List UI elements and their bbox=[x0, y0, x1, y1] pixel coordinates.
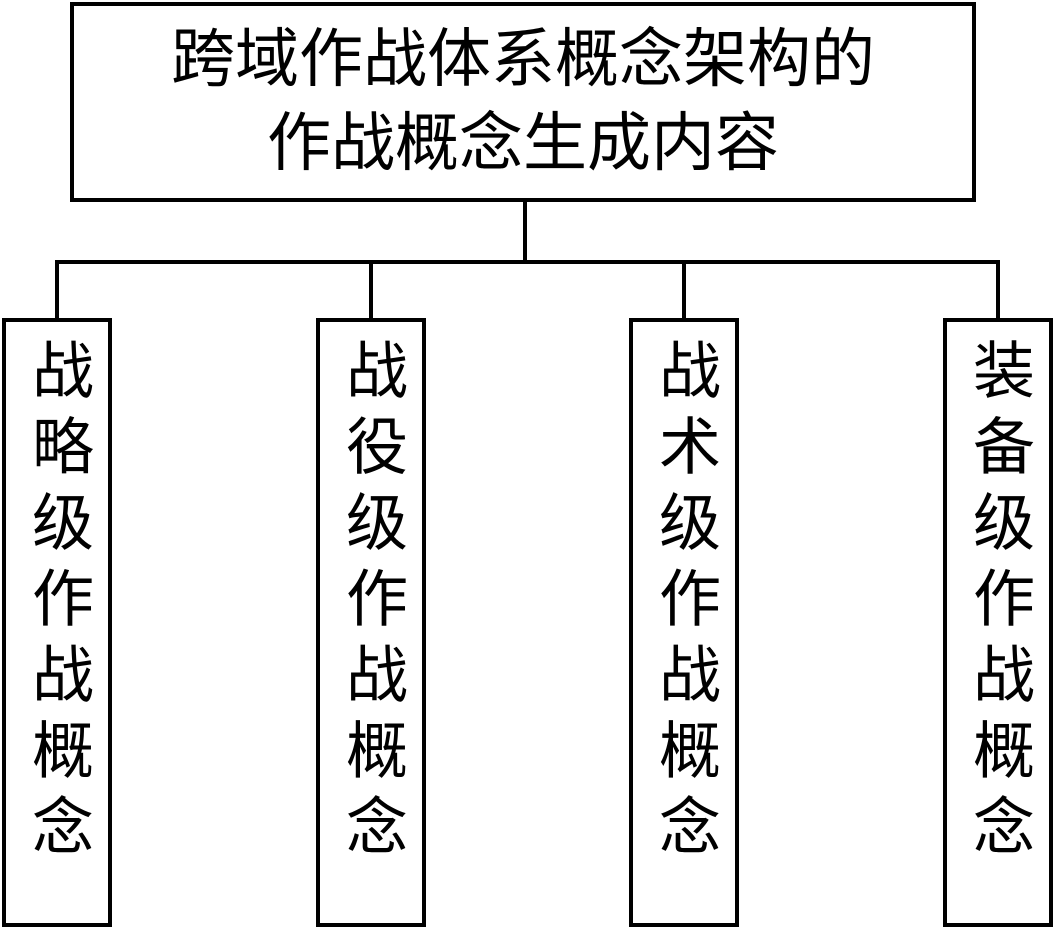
root-title-line-2: 作战概念生成内容 bbox=[267, 107, 779, 181]
root-node-box: 跨域作战体系概念架构的 作战概念生成内容 bbox=[70, 2, 976, 202]
child-node-strategic: 战略级作战概念 bbox=[2, 318, 112, 927]
child-label-equipment: 装备级作战概念 bbox=[962, 338, 1035, 870]
child-node-equipment: 装备级作战概念 bbox=[943, 318, 1053, 927]
child-node-tactical: 战术级作战概念 bbox=[629, 318, 739, 927]
child-node-campaign: 战役级作战概念 bbox=[316, 318, 426, 927]
child-label-strategic: 战略级作战概念 bbox=[21, 338, 94, 870]
root-title-line-1: 跨域作战体系概念架构的 bbox=[171, 23, 875, 97]
child-label-campaign: 战役级作战概念 bbox=[335, 338, 408, 870]
child-label-tactical: 战术级作战概念 bbox=[648, 338, 721, 870]
